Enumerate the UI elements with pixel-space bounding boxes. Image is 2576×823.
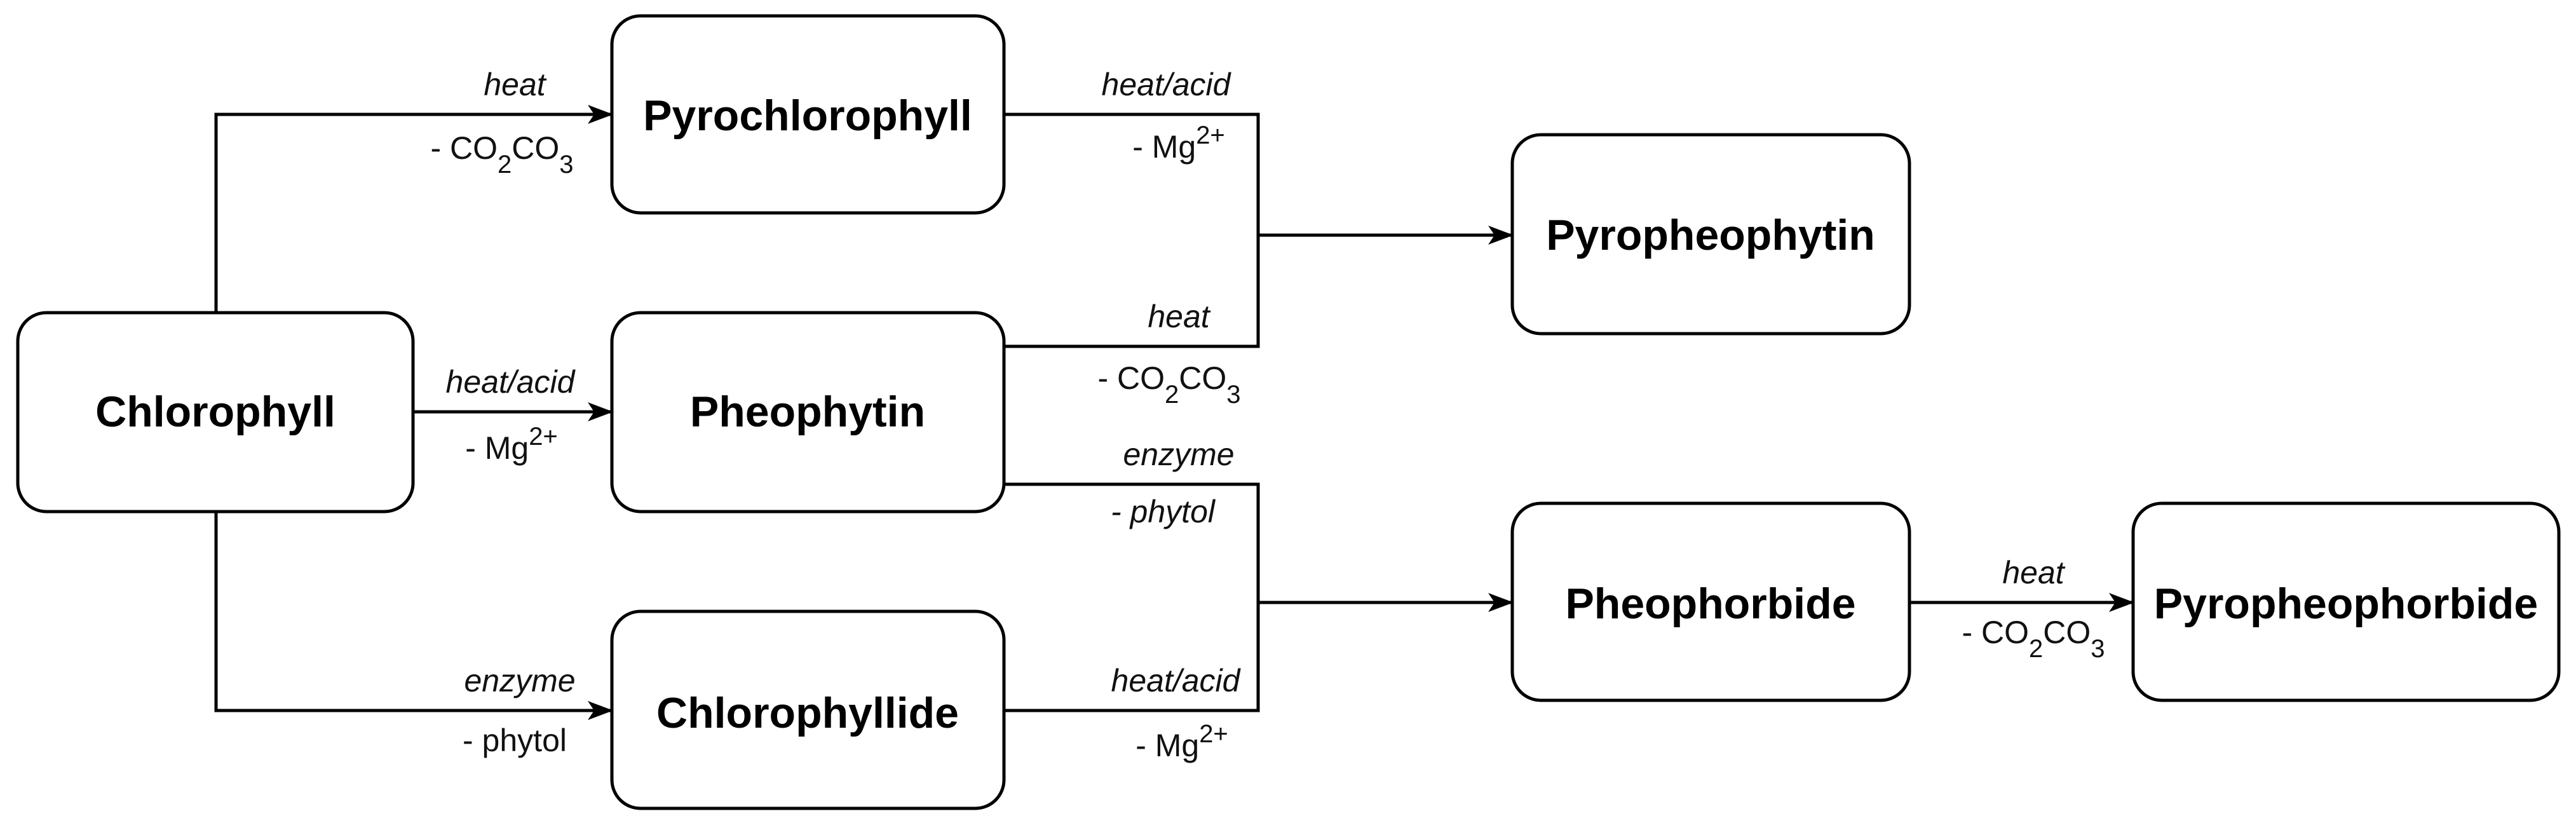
- condition-label: heat: [2002, 555, 2065, 590]
- node-pyrochlorophyll: Pyrochlorophyll: [610, 14, 1006, 215]
- condition-label: enzyme: [1123, 437, 1234, 472]
- node-chlorophyllide: Chlorophyllide: [610, 609, 1006, 810]
- condition-label: heat/acid: [1102, 67, 1232, 102]
- node-pheophytin: Pheophytin: [610, 311, 1006, 514]
- node-pheophorbide: Pheophorbide: [1510, 501, 1911, 702]
- node-chlorophyll: Chlorophyll: [16, 311, 415, 514]
- removed-group-label: - CO2CO3: [430, 130, 573, 179]
- condition-label: heat: [484, 67, 546, 102]
- edge-pheophytin-to-junction: [1004, 235, 1260, 348]
- condition-label: heat: [1148, 299, 1210, 334]
- removed-group-label: - phytol: [463, 723, 567, 758]
- node-label: Pheophorbide: [1565, 580, 1855, 628]
- node-pyropheophytin: Pyropheophytin: [1510, 133, 1911, 336]
- removed-group-label: - phytol: [1111, 494, 1216, 529]
- condition-label: enzyme: [464, 663, 575, 698]
- node-label: Chlorophyllide: [656, 689, 959, 737]
- removed-group-label: - Mg2+: [465, 423, 558, 466]
- removed-group-label: - Mg2+: [1135, 720, 1228, 763]
- removed-group-label: - CO2CO3: [1097, 360, 1240, 409]
- node-label: Pheophytin: [690, 388, 925, 436]
- nodes: Chlorophyll Pyrochlorophyll Pheophytin C…: [16, 14, 2561, 810]
- edge-pyrochlorophyll-to-junction: [1004, 112, 1260, 235]
- edge-pheophytin-to-junction2: [1004, 482, 1260, 602]
- node-pyropheophorbide: Pyropheophorbide: [2131, 501, 2561, 702]
- edge-labels: heat - CO2CO3 heat/acid - Mg2+ enzyme - …: [430, 67, 2105, 763]
- node-label: Pyrochlorophyll: [643, 92, 972, 140]
- node-label: Chlorophyll: [95, 388, 336, 436]
- condition-label: heat/acid: [1111, 663, 1242, 698]
- removed-group-label: - CO2CO3: [1962, 615, 2105, 663]
- edge-chlorophyll-to-pyrochlorophyll: [214, 105, 613, 313]
- edges: [214, 105, 2134, 720]
- node-label: Pyropheophytin: [1546, 211, 1875, 259]
- edge-chlorophyll-to-chlorophyllide: [214, 512, 613, 720]
- removed-group-label: - Mg2+: [1132, 121, 1225, 165]
- edge-chlorophyllide-to-junction2: [1004, 602, 1260, 712]
- condition-label: heat/acid: [446, 364, 576, 400]
- node-label: Pyropheophorbide: [2154, 580, 2538, 628]
